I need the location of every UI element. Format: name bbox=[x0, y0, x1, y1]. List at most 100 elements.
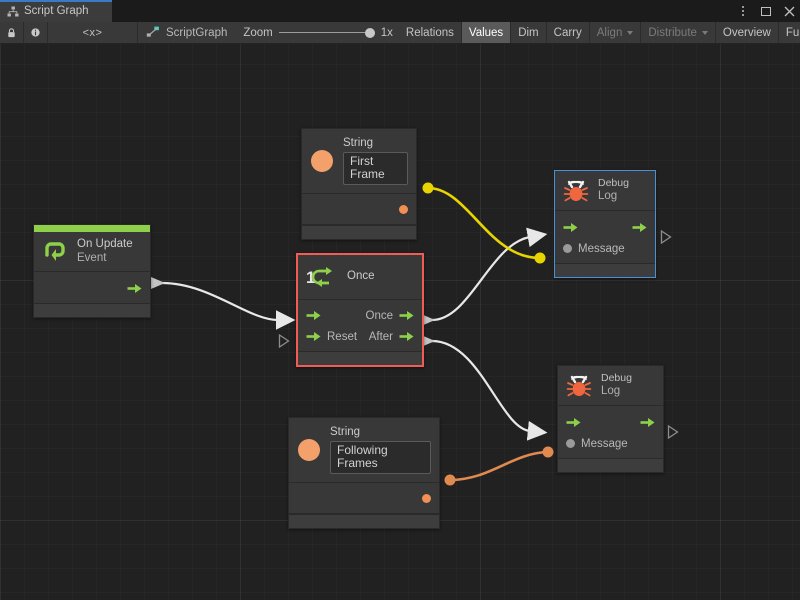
node-body: Message bbox=[558, 406, 663, 458]
lock-button[interactable] bbox=[0, 22, 24, 43]
toolbar-button-carry[interactable]: Carry bbox=[546, 22, 590, 43]
toolbar-label-dim: Dim bbox=[518, 26, 539, 39]
node-body: Once Reset bbox=[298, 300, 422, 351]
port-flow-out[interactable] bbox=[640, 417, 655, 428]
breadcrumb[interactable]: ScriptGraph bbox=[138, 22, 238, 43]
value-out-port[interactable] bbox=[399, 205, 408, 215]
graph-toolbar: <x> ScriptGraph Zoom 1x Relations Values… bbox=[0, 22, 800, 44]
string-value-field[interactable]: Following Frames bbox=[330, 441, 431, 475]
edge-start-marker bbox=[421, 314, 435, 326]
toolbar-button-relations[interactable]: Relations bbox=[398, 22, 462, 43]
flow-out-external-triangle-icon[interactable] bbox=[667, 425, 679, 439]
close-icon[interactable] bbox=[782, 3, 796, 19]
toolbar-button-align[interactable]: Align bbox=[589, 22, 642, 43]
flow-out-arrow-icon bbox=[632, 223, 647, 232]
toolbar-button-values[interactable]: Values bbox=[461, 22, 512, 43]
port-flow-in[interactable] bbox=[306, 310, 321, 321]
value-in-port[interactable] bbox=[563, 244, 572, 253]
port-row-message: Message bbox=[558, 433, 663, 454]
edge-once-to-debuglog-top bbox=[431, 227, 548, 322]
port-flow-in[interactable] bbox=[563, 222, 578, 233]
node-footer bbox=[289, 514, 439, 529]
flow-in-arrow-icon bbox=[306, 311, 321, 320]
scriptgraph-icon bbox=[146, 26, 159, 37]
edge-start-marker bbox=[151, 277, 165, 289]
toolbar-label-full-screen: Full Screen bbox=[785, 26, 800, 39]
node-title: String bbox=[330, 426, 361, 438]
edge-endpoint-dot bbox=[534, 252, 546, 264]
kebab-icon[interactable] bbox=[736, 3, 750, 19]
node-header: On Update Event bbox=[34, 232, 150, 273]
flow-in-arrow-icon bbox=[563, 223, 578, 232]
node-footer bbox=[555, 263, 655, 277]
node-header-text: Debug Log bbox=[601, 372, 632, 398]
zoom-control[interactable]: Zoom 1x bbox=[237, 22, 399, 43]
port-row-flow bbox=[555, 217, 655, 238]
window-controls bbox=[736, 0, 796, 22]
port-value-in-message[interactable]: Message bbox=[566, 438, 628, 450]
node-string-following-frames[interactable]: String Following Frames bbox=[288, 417, 440, 530]
port-row bbox=[34, 278, 150, 299]
graph-icon bbox=[7, 6, 19, 17]
port-flow-out[interactable] bbox=[632, 222, 647, 233]
edge-endpoint-dot bbox=[444, 474, 456, 486]
node-title: Debug bbox=[601, 372, 632, 385]
toolbar-button-overview[interactable]: Overview bbox=[715, 22, 779, 43]
toolbar-button-full-screen[interactable]: Full Screen bbox=[778, 22, 800, 43]
zoom-slider-knob[interactable] bbox=[364, 27, 375, 38]
flow-in-arrow-icon bbox=[306, 332, 321, 341]
port-flow-in[interactable] bbox=[566, 417, 581, 428]
port-flow-out-after[interactable]: After bbox=[369, 331, 414, 343]
code-view-button[interactable]: <x> bbox=[48, 22, 138, 43]
node-subtitle: Event bbox=[77, 252, 107, 265]
flow-out-arrow-icon bbox=[399, 311, 414, 320]
edge-string-following-to-message bbox=[449, 450, 549, 482]
port-row-flow bbox=[558, 412, 663, 433]
port-label-message: Message bbox=[581, 437, 628, 450]
node-debug-log-bottom[interactable]: Debug Log bbox=[557, 365, 664, 473]
value-out-port[interactable] bbox=[422, 494, 431, 504]
node-subtitle: Log bbox=[598, 190, 618, 203]
node-on-update[interactable]: On Update Event bbox=[33, 224, 151, 319]
port-flow-in-reset[interactable]: Reset bbox=[306, 331, 357, 343]
toolbar-button-distribute[interactable]: Distribute bbox=[641, 22, 716, 43]
node-footer bbox=[558, 458, 663, 472]
node-body bbox=[289, 483, 439, 515]
port-row-reset: Reset After bbox=[298, 326, 422, 347]
node-subtitle: Log bbox=[601, 385, 621, 398]
port-label-reset: Reset bbox=[327, 330, 358, 343]
port-row-once: Once bbox=[298, 305, 422, 326]
flow-in-external-triangle-icon[interactable] bbox=[278, 334, 290, 348]
port-value-in-message[interactable]: Message bbox=[563, 243, 625, 255]
toolbar-label-carry: Carry bbox=[553, 26, 582, 39]
tab-script-graph[interactable]: Script Graph bbox=[0, 0, 112, 22]
info-button[interactable] bbox=[24, 22, 48, 43]
node-once[interactable]: 1 Once bbox=[296, 253, 424, 367]
graph-canvas[interactable]: On Update Event bbox=[0, 44, 800, 600]
flow-out-external-triangle-icon[interactable] bbox=[660, 230, 672, 244]
port-flow-out[interactable] bbox=[127, 283, 142, 294]
string-value-field[interactable]: First Frame bbox=[343, 152, 408, 186]
port-flow-out-once[interactable]: Once bbox=[366, 310, 415, 322]
node-body: Message bbox=[555, 211, 655, 263]
edge-after-to-debuglog-bottom bbox=[431, 339, 548, 441]
node-header-text: String First Frame bbox=[343, 137, 408, 186]
maximize-icon[interactable] bbox=[759, 3, 773, 19]
zoom-slider[interactable] bbox=[278, 26, 375, 40]
string-value-icon bbox=[311, 150, 333, 173]
node-title: On Update bbox=[77, 238, 133, 250]
value-in-port[interactable] bbox=[566, 439, 575, 448]
chevron-down-icon bbox=[701, 30, 708, 35]
port-label-once: Once bbox=[365, 309, 394, 322]
once-counter-icon: 1 bbox=[306, 267, 332, 287]
node-string-first-frame[interactable]: String First Frame bbox=[301, 128, 417, 241]
event-loop-icon bbox=[45, 242, 65, 261]
toolbar-label-overview: Overview bbox=[722, 26, 771, 39]
node-header: String First Frame bbox=[302, 129, 416, 195]
svg-text:1: 1 bbox=[306, 268, 315, 287]
graph-edges bbox=[151, 182, 554, 486]
toolbar-button-dim[interactable]: Dim bbox=[511, 22, 547, 43]
flow-out-arrow-icon bbox=[399, 332, 414, 341]
node-debug-log-top[interactable]: Debug Log bbox=[554, 170, 656, 278]
